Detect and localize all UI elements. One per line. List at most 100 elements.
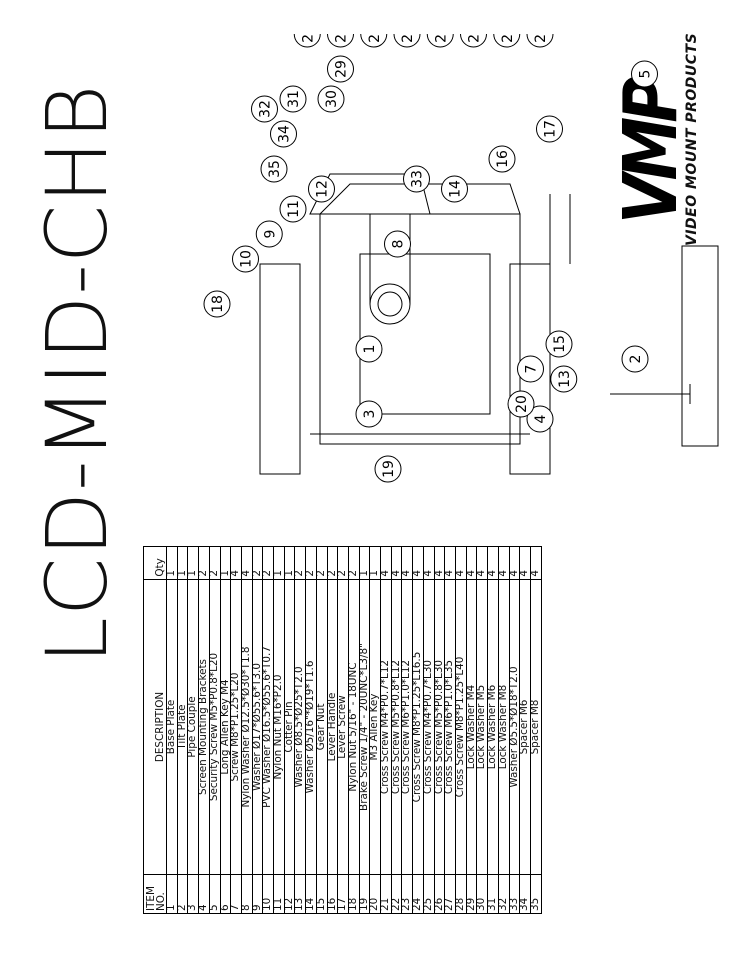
bom-cell-description: Pipe Couple	[187, 579, 199, 875]
bom-cell-qty: 2	[316, 546, 328, 580]
bom-cell-item-no: 32	[498, 874, 509, 914]
bom-cell-item-no: 23	[401, 874, 413, 914]
bom-cell-description: Cross Screw M8*P1.25*L16.5	[412, 579, 424, 875]
callout-34: 34	[270, 120, 297, 148]
bom-cell-qty: 4	[530, 546, 542, 580]
bom-cell-description: Washer Ø17*Ø55.6*T3.0	[252, 579, 263, 875]
bom-cell-qty: 1	[220, 546, 231, 580]
callout-circle	[260, 155, 288, 183]
bom-cell-qty: 2	[198, 546, 210, 580]
callout-bubbles: 1234567891011121314151617181920212223242…	[203, 34, 658, 483]
callout-number: 11	[286, 200, 302, 218]
callout-15: 15	[545, 330, 573, 358]
callout-number: 33	[410, 170, 426, 188]
bom-cell-item-no: 12	[284, 874, 295, 914]
bom-cell-description: PVC Washer Ø16.5*Ø55.6*T0.7	[262, 579, 274, 875]
bom-cell-qty: 2	[294, 546, 306, 580]
callout-number: 35	[267, 160, 283, 178]
callout-circle	[203, 290, 231, 318]
callout-26: 26	[360, 34, 388, 48]
bom-cell-item-no: 13	[294, 874, 306, 914]
callout-1: 1	[355, 335, 383, 363]
bom-cell-description: Lock Washer M8	[498, 579, 509, 875]
bom-cell-qty: 4	[401, 546, 413, 580]
bom-row: 4Screen Mounting Brackets2	[198, 546, 210, 914]
callout-19: 19	[374, 455, 402, 483]
callout-number: 17	[543, 120, 559, 138]
bom-cell-item-no: 34	[519, 874, 531, 914]
callout-20: 20	[507, 390, 535, 418]
callout-21: 21	[526, 34, 554, 48]
bom-cell-item-no: 16	[327, 874, 338, 914]
bom-cell-description: Cross Screw M6*P1.0*L35	[444, 579, 456, 875]
bom-cell-qty: 4	[391, 546, 402, 580]
bom-cell-item-no: 3	[187, 874, 199, 914]
bom-cell-item-no: 7	[230, 874, 242, 914]
callout-circle	[251, 95, 278, 123]
callout-25: 25	[393, 34, 421, 48]
bom-cell-qty: 1	[273, 546, 285, 580]
callout-22: 22	[493, 34, 521, 48]
bom-cell-item-no: 31	[487, 874, 499, 914]
bom-cell-item-no: 18	[348, 874, 360, 914]
callout-number: 27	[334, 34, 350, 43]
callout-number: 7	[524, 365, 540, 374]
bom-cell-description: Cotter Pin	[284, 579, 295, 875]
bom-cell-description: Cross Screw M4*P0.7*L30	[423, 579, 435, 875]
callout-number: 14	[448, 180, 464, 198]
callout-28: 28	[293, 34, 321, 48]
bom-cell-description: Nylon Nut 5/16" - 18UNC	[348, 579, 360, 875]
callout-17: 17	[536, 115, 563, 143]
bom-cell-description: Cross Screw M5*P0.8*L12	[391, 579, 402, 875]
exploded-assembly-diagram: 1234567891011121314151617181920212223242…	[203, 34, 719, 483]
callout-circle	[526, 34, 554, 48]
bom-cell-description: Nylon Washer Ø12.5*Ø30*T1.8	[241, 579, 253, 875]
callout-number: 5	[638, 70, 654, 79]
bom-cell-qty: 4	[434, 546, 445, 580]
callout-circle	[621, 345, 649, 373]
callout-30: 30	[317, 85, 345, 113]
callout-number: 32	[258, 100, 274, 118]
bom-cell-qty: 2	[252, 546, 263, 580]
callout-3: 3	[355, 400, 383, 428]
callout-11: 11	[279, 195, 307, 223]
bom-cell-description: Cross Screw M5*P0.8*L30	[434, 579, 445, 875]
callout-number: 22	[500, 34, 516, 43]
bom-cell-item-no: 6	[220, 874, 231, 914]
bom-cell-qty: 4	[423, 546, 435, 580]
bom-header-description: DESCRIPTION	[143, 579, 167, 875]
callout-number: 19	[381, 460, 397, 478]
callout-32: 32	[251, 95, 278, 123]
bom-cell-item-no: 24	[412, 874, 424, 914]
bom-cell-description: Lock Washer M5	[476, 579, 488, 875]
bom-cell-item-no: 4	[198, 874, 210, 914]
bom-row: 2Tilt Plate1	[177, 546, 188, 914]
callout-number: 21	[533, 34, 549, 43]
bill-of-materials-table: ITEM NO. DESCRIPTION Qty 1Base Plate12Ti…	[143, 546, 542, 914]
bom-cell-description: Cross Screw M8*P1.25*L40	[455, 579, 467, 875]
callout-circle	[327, 55, 354, 83]
drawing-title: LCD-MID-CHB	[28, 83, 126, 664]
callout-number: 1	[362, 345, 378, 354]
bom-header-row: ITEM NO. DESCRIPTION Qty	[143, 546, 167, 914]
callout-number: 25	[400, 34, 416, 43]
bom-cell-item-no: 28	[455, 874, 467, 914]
bom-cell-item-no: 21	[380, 874, 392, 914]
callout-circle	[526, 405, 554, 433]
bom-cell-description: Tilt Plate	[177, 579, 188, 875]
callout-number: 26	[367, 34, 383, 43]
callout-23: 23	[460, 34, 487, 48]
bom-cell-qty: 4	[498, 546, 509, 580]
bom-cell-qty: 4	[509, 546, 520, 580]
bom-cell-item-no: 11	[273, 874, 285, 914]
